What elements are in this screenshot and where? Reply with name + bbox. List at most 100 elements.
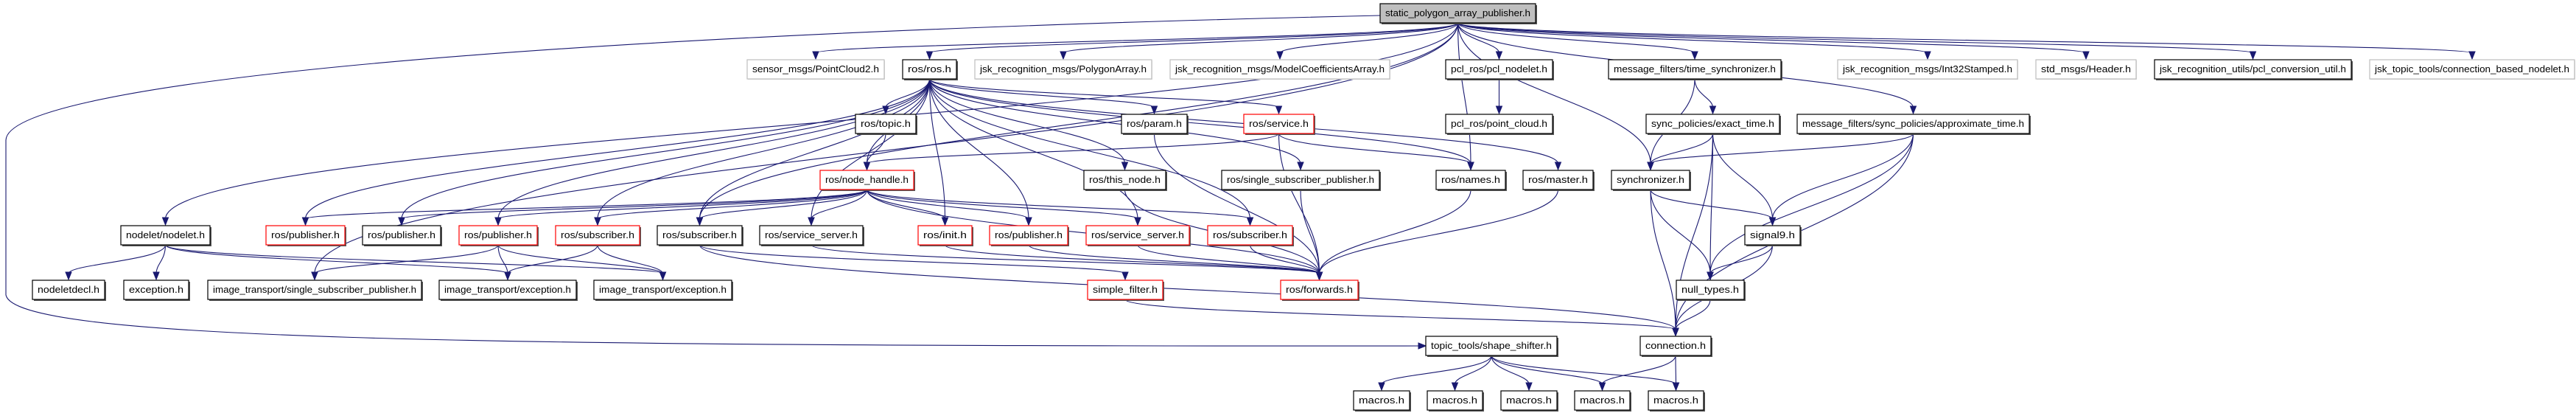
node-box [1379,3,1536,24]
node-box [746,59,885,80]
node-macros4[interactable]: macros.h [1574,390,1631,412]
arrowhead-icon [1276,51,1284,60]
node-label: ros/forwards.h [1286,284,1353,295]
node-ros-service[interactable]: ros/service.h [1243,114,1315,135]
node-box [265,225,346,246]
dependency-edge [1381,355,1492,385]
node-macros2[interactable]: macros.h [1427,390,1484,412]
node-label: ros/subscriber.h [561,229,634,240]
node-pcl-conv[interactable]: jsk_recognition_utils/pcl_conversion_uti… [2154,59,2353,80]
node-nodeletdecl[interactable]: nodeletdecl.h [32,280,106,301]
node-null-types[interactable]: null_types.h [1676,280,1746,301]
node-label: macros.h [1653,395,1698,406]
node-label: ros/publisher.h [271,229,340,240]
dependency-edge [866,189,1029,220]
node-label: ros/param.h [1127,118,1182,129]
node-label: pcl_ros/pcl_nodelet.h [1451,63,1547,74]
node-label: message_filters/sync_policies/approximat… [1802,118,2024,129]
node-sub3[interactable]: ros/subscriber.h [1207,225,1294,246]
node-model-coeff[interactable]: jsk_recognition_msgs/ModelCoefficientsAr… [1169,59,1390,80]
dependency-edge [1124,299,1676,330]
node-label: ros/subscriber.h [1213,229,1287,240]
node-box [207,280,422,300]
node-root[interactable]: static_polygon_array_publisher.h [1379,3,1537,24]
dependency-edge [1712,133,1774,220]
node-ssp[interactable]: ros/single_subscriber_publisher.h [1221,170,1381,191]
arrowhead-icon [1554,162,1562,171]
node-box [1522,170,1594,190]
node-it-exc1[interactable]: image_transport/exception.h [438,280,578,301]
node-polygon-array[interactable]: jsk_recognition_msgs/PolygonArray.h [974,59,1152,80]
node-sub1[interactable]: ros/subscriber.h [555,225,641,246]
node-synchronizer[interactable]: synchronizer.h [1611,170,1691,191]
arrowhead-icon [696,217,704,226]
node-box [1574,390,1631,411]
node-this-node[interactable]: ros/this_node.h [1083,170,1167,191]
node-box [974,59,1152,80]
node-signal9[interactable]: signal9.h [1744,225,1802,246]
node-it-exc2[interactable]: image_transport/exception.h [593,280,733,301]
node-box [555,225,640,246]
node-connection[interactable]: connection.h [1639,336,1712,357]
node-point-cloud[interactable]: pcl_ros/point_cloud.h [1445,114,1554,135]
node-box [32,280,105,300]
node-simple-filter[interactable]: simple_filter.h [1087,280,1164,301]
arrowhead-icon [1525,382,1533,392]
dependency-edge [1457,22,2473,54]
dependency-edge [497,244,664,274]
dependency-edge [866,133,886,164]
node-ros-topic[interactable]: ros/topic.h [855,114,917,135]
node-shape-shifter[interactable]: topic_tools/shape_shifter.h [1425,336,1558,357]
node-ros-ros[interactable]: ros/ros.h [902,59,958,80]
node-macros1[interactable]: macros.h [1353,390,1411,412]
node-pointcloud2[interactable]: sensor_msgs/PointCloud2.h [746,59,885,80]
node-pub1[interactable]: ros/publisher.h [265,225,346,246]
node-ros-param[interactable]: ros/param.h [1121,114,1189,135]
node-macros3[interactable]: macros.h [1500,390,1558,412]
dependency-edge [164,244,664,274]
node-init[interactable]: ros/init.h [917,225,973,246]
node-int32stamped[interactable]: jsk_recognition_msgs/Int32Stamped.h [1837,59,2018,80]
node-header[interactable]: std_msgs/Header.h [2035,59,2137,80]
node-srv2[interactable]: ros/service_server.h [1085,225,1191,246]
node-pcl-nodelet[interactable]: pcl_ros/pcl_nodelet.h [1445,59,1554,80]
node-macros5[interactable]: macros.h [1648,390,1705,412]
dependency-edge [497,189,868,220]
node-master[interactable]: ros/master.h [1522,170,1595,191]
node-label: std_msgs/Header.h [2041,63,2131,74]
dependency-edge [68,244,167,274]
arrowhead-icon [1451,382,1459,392]
dependency-edge [1650,133,1714,164]
dependency-edge [401,189,868,220]
dependency-edge [928,78,946,220]
dependency-edge [1278,133,1320,274]
node-pub3[interactable]: ros/publisher.h [458,225,539,246]
node-node-handle[interactable]: ros/node_handle.h [819,170,915,191]
node-pub4[interactable]: ros/publisher.h [989,225,1069,246]
dependency-edge [866,133,1280,164]
node-nodelet[interactable]: nodelet/nodelet.h [120,225,211,246]
node-srv1[interactable]: ros/service_server.h [759,225,864,246]
node-label: signal9.h [1750,229,1795,240]
node-box [1425,336,1558,356]
dependency-edge [1318,189,1559,274]
node-forwards[interactable]: ros/forwards.h [1280,280,1359,301]
node-conn-nodelet[interactable]: jsk_topic_tools/connection_based_nodelet… [2369,59,2575,80]
arrowhead-icon [1060,51,1067,60]
arrowhead-icon [504,271,511,281]
dependency-edge [699,22,1459,220]
node-time-sync[interactable]: message_filters/time_synchronizer.h [1608,59,1782,80]
node-pub2[interactable]: ros/publisher.h [362,225,442,246]
node-sub2[interactable]: ros/subscriber.h [657,225,743,246]
node-box [1676,280,1745,300]
node-exception[interactable]: exception.h [123,280,190,301]
node-label: synchronizer.h [1617,174,1684,185]
node-it-ssp[interactable]: image_transport/single_subscriber_publis… [207,280,423,301]
dependency-edge [1771,133,1914,220]
node-approx-time[interactable]: message_filters/sync_policies/approximat… [1796,114,2031,135]
node-exact-time[interactable]: sync_policies/exact_time.h [1645,114,1781,135]
node-box [1280,280,1359,300]
node-names[interactable]: ros/names.h [1435,170,1507,191]
dependency-edge [866,189,1251,220]
dependency-edge [944,244,1320,274]
